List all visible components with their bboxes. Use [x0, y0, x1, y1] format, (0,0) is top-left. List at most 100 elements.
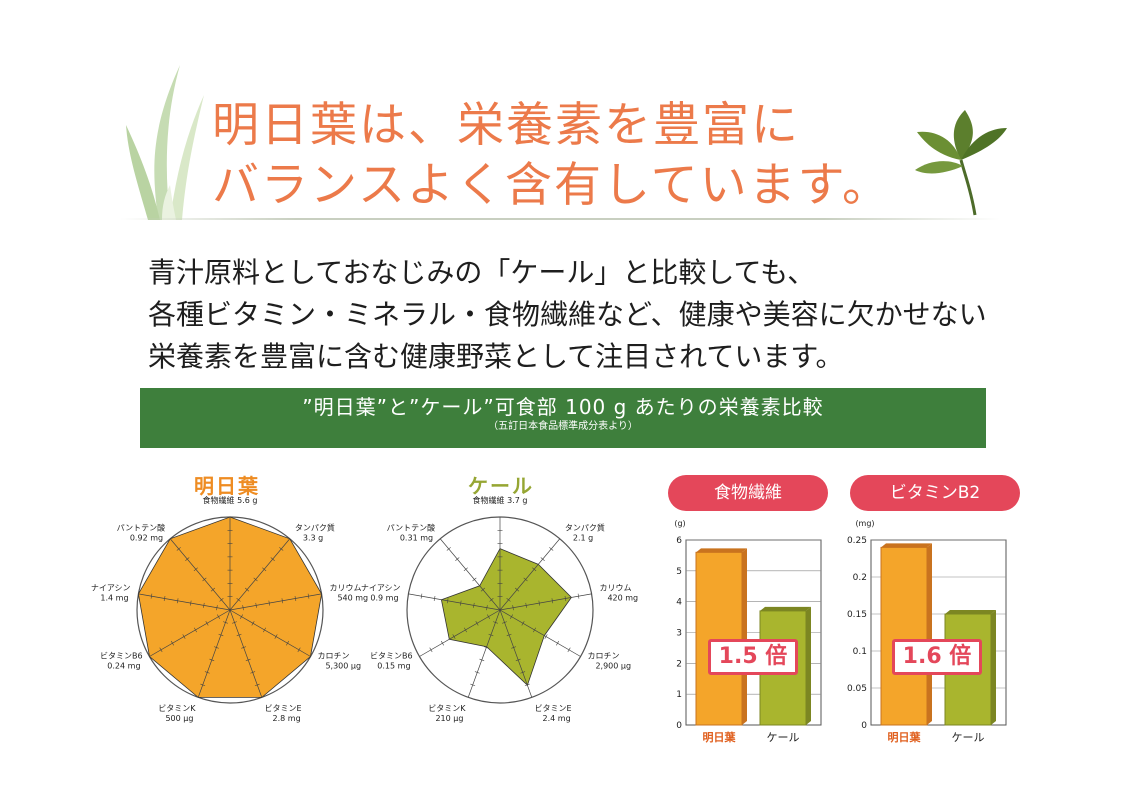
kale-radar-spoke: [499, 609, 533, 698]
ashitaba-radar-tick: [281, 598, 284, 604]
kale-radar-tick: [446, 598, 449, 604]
ashitaba-radar-axis-label: カロチン: [317, 652, 349, 661]
ashitaba-radar-tick: [250, 671, 256, 674]
b2-bar: [880, 546, 928, 726]
kale-radar-tick: [567, 647, 571, 653]
ashitaba-radar-axis-value: 0.92 mg: [130, 534, 163, 543]
kale-radar-axis-label: ビタミンK: [428, 704, 466, 713]
ashitaba-radar-tick: [307, 593, 310, 599]
fiber-category-label: ケール: [767, 731, 800, 744]
b2-y-tick-label: 0.15: [847, 610, 867, 620]
ashitaba-radar-tick: [170, 640, 174, 646]
kale-radar-tick: [525, 602, 527, 608]
kale-radar-data-polygon: [440, 548, 572, 686]
kale-radar-spoke: [499, 593, 592, 611]
ashitaba-radar-tick: [232, 621, 237, 624]
kale-radar-tick: [455, 557, 460, 561]
fiber-y-tick-label: 1: [676, 690, 682, 700]
b2-bar-side: [927, 543, 932, 725]
kale-radar-tick: [524, 683, 530, 687]
b2-unit-label: (mg): [855, 519, 874, 528]
kale-radar-tick: [463, 567, 468, 572]
kale-radar-tick: [479, 658, 485, 662]
b2-y-tick-label: 0.25: [847, 536, 867, 546]
intro-text: 青汁原料としておなじみの「ケール」と比較しても、 各種ビタミン・ミネラル・食物繊…: [148, 252, 1048, 378]
ashitaba-radar-axis-label: ビタミンB6: [100, 652, 143, 661]
kale-radar-tick: [556, 640, 560, 646]
b2-y-tick-label: 0.1: [853, 647, 867, 657]
fiber-category-label: 明日葉: [703, 730, 737, 744]
ashitaba-radar-tick: [254, 683, 260, 687]
ashitaba-radar-axis-label: 食物繊維 5.6 g: [203, 495, 258, 505]
ashitaba-radar-tick: [239, 614, 244, 619]
kale-radar-tick: [509, 614, 514, 619]
kale-radar-tick: [551, 598, 554, 604]
ashitaba-radar-tick: [279, 547, 284, 551]
ashitaba-radar-axis-label: カリウム: [329, 583, 361, 592]
kale-radar-tick: [549, 547, 554, 551]
kale-radar-tick: [446, 547, 451, 551]
fiber-y-tick-label: 2: [676, 659, 682, 669]
kale-radar-tick: [429, 647, 433, 653]
ashitaba-radar-tick: [216, 614, 221, 619]
kale-radar-spoke: [499, 538, 561, 611]
kale-radar-axis-label: 食物繊維 3.7 g: [473, 495, 528, 505]
kale-radar-tick: [544, 634, 548, 639]
fiber-bar-side: [806, 606, 811, 725]
kale-radar-tick: [577, 593, 580, 599]
ashitaba-radar-tick: [236, 597, 241, 602]
kale-radar-title: ケール: [468, 474, 534, 498]
ashitaba-radar-tick: [202, 577, 207, 582]
kale-radar-tick: [506, 597, 511, 602]
ashitaba-radar-axis-value: 540 mg: [337, 593, 368, 602]
kale-radar-tick: [532, 567, 537, 572]
ashitaba-radar-tick: [242, 605, 244, 611]
ashitaba-radar-tick: [263, 627, 267, 633]
ashitaba-radar-axis-label: パントテン酸: [117, 523, 165, 533]
ashitaba-radar-spoke: [169, 538, 231, 611]
b2-y-tick-label: 0.2: [853, 573, 867, 583]
ashitaba-radar-axis-label: ナイアシン: [91, 583, 131, 592]
intro-line-1: 青汁原料としておなじみの「ケール」と比較しても、: [148, 256, 816, 289]
kale-radar-axis-value: 0.31 mg: [400, 534, 433, 543]
kale-radar-spoke: [467, 609, 501, 698]
kale-radar-axis-value: 0.15 mg: [377, 662, 410, 671]
kale-radar-axis-label: カリウム: [599, 583, 631, 592]
ashitaba-radar-axis-value: 1.4 mg: [100, 593, 128, 602]
ashitaba-radar-tick: [204, 671, 210, 674]
kale-radar-tick: [480, 587, 486, 592]
intro-line-3: 栄養素を豊富に含む健康野菜として注目されています。: [148, 340, 844, 373]
b2-category-label: ケール: [952, 731, 985, 744]
ashitaba-radar-spoke: [229, 538, 291, 611]
kale-radar-axis-label: タンパク質: [565, 523, 605, 533]
ashitaba-radar-tick: [185, 557, 190, 561]
ashitaba-radar-tick: [216, 605, 218, 611]
ashitaba-radar-spoke: [229, 593, 322, 611]
fiber-chart-title: 食物繊維: [668, 475, 828, 511]
kale-radar-tick: [452, 634, 456, 639]
title-divider: [120, 218, 1000, 220]
grass-illustration: [126, 65, 204, 220]
fiber-y-tick-label: 3: [676, 629, 682, 639]
ashitaba-radar-tick: [163, 595, 166, 601]
ashitaba-radar-tick: [150, 593, 153, 599]
ashitaba-radar-axis-label: ビタミンE: [265, 704, 302, 713]
ashitaba-radar-tick: [262, 567, 267, 572]
banner-title: ”明日葉”と”ケール”可食部 100 g あたりの栄養素比較: [302, 395, 824, 419]
kale-radar-tick: [483, 646, 489, 649]
fiber-bar-side: [742, 548, 747, 725]
kale-radar-spoke: [499, 609, 581, 657]
fiber-y-tick-label: 6: [676, 536, 682, 546]
ashitaba-radar-tick: [218, 633, 224, 637]
ashitaba-radar-axis-label: タンパク質: [295, 523, 335, 533]
vitamin-b2-bar-chart: (mg)00.050.10.150.20.25明日葉ケール: [847, 519, 1007, 744]
kale-radar-axis-label: ビタミンE: [535, 704, 572, 713]
fiber-ratio-label: 1.5 倍: [708, 639, 798, 675]
kale-radar-axis-label: パントテン酸: [387, 523, 435, 533]
kale-radar-tick: [533, 627, 537, 633]
ashitaba-radar-tick: [209, 658, 215, 662]
ashitaba-leaf-illustration: [915, 110, 1007, 216]
fiber-bar-chart: (g)0123456明日葉ケール: [674, 519, 822, 744]
kale-radar-axis-label: カロチン: [587, 652, 619, 661]
